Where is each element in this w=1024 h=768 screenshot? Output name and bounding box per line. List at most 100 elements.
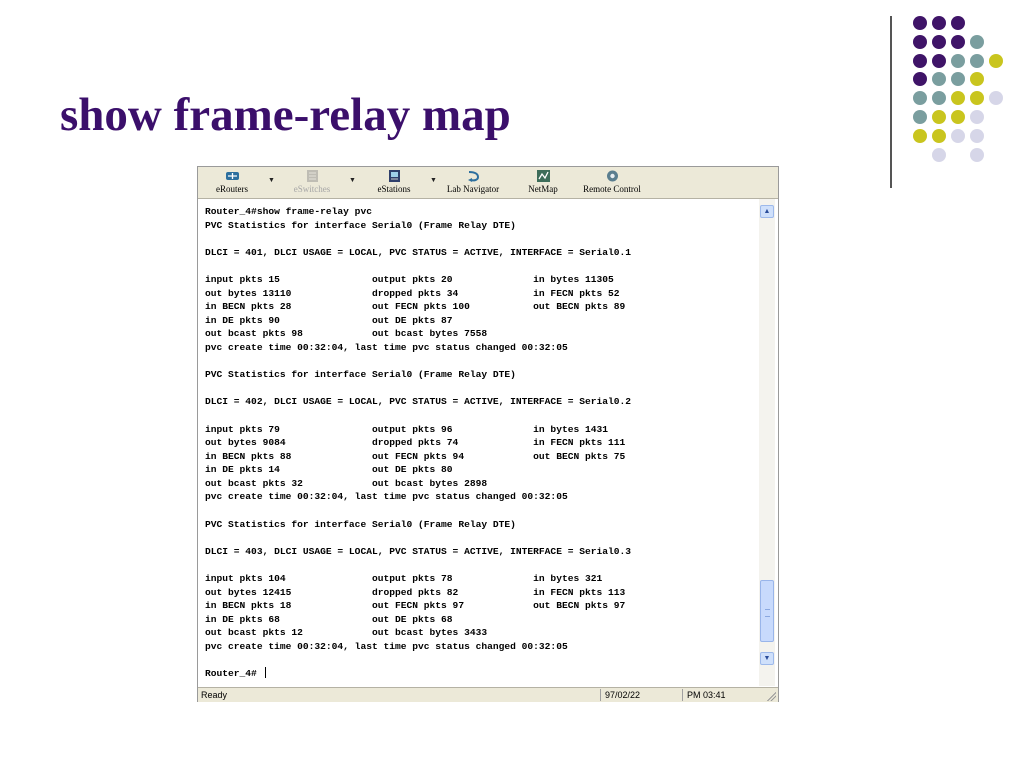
- text-cursor: [264, 667, 266, 679]
- toolbar-button-label: Remote Control: [583, 184, 641, 194]
- toolbar-button-label: eSwitches: [293, 184, 331, 194]
- remote-control-icon: [605, 169, 620, 183]
- erouters-button[interactable]: eRouters: [206, 168, 258, 196]
- terminal-line: PVC Statistics for interface Serial0 (Fr…: [205, 219, 516, 231]
- decorative-dot: [913, 128, 927, 143]
- decorative-dot: [970, 34, 984, 49]
- eswitches-button[interactable]: eSwitches: [286, 168, 338, 196]
- decorative-dot: [970, 53, 984, 68]
- terminal-line: in DE pkts 14 out DE pkts 80: [205, 464, 453, 476]
- terminal-line: DLCI = 401, DLCI USAGE = LOCAL, PVC STAT…: [205, 246, 632, 258]
- decorative-dot: [932, 147, 946, 162]
- router-icon: [225, 169, 240, 183]
- terminal-line: DLCI = 402, DLCI USAGE = LOCAL, PVC STAT…: [205, 396, 632, 408]
- decorative-dot: [989, 91, 1003, 106]
- terminal-prompt: Router_4#: [205, 668, 257, 680]
- decorative-dot: [932, 128, 946, 143]
- erouters-dropdown-arrow[interactable]: ▼: [268, 177, 275, 184]
- terminal-line: PVC Statistics for interface Serial0 (Fr…: [205, 518, 516, 530]
- terminal-line: pvc create time 00:32:04, last time pvc …: [205, 341, 568, 353]
- terminal-line: out bcast pkts 32 out bcast bytes 2898: [205, 477, 488, 489]
- terminal-line: out bytes 13110 dropped pkts 34 in FECN …: [205, 287, 620, 299]
- switch-icon: [305, 169, 320, 183]
- terminal-line: [205, 531, 631, 545]
- decorative-dot: [932, 72, 946, 87]
- decorative-dot: [951, 91, 965, 106]
- resize-grip-icon[interactable]: [766, 691, 776, 701]
- terminal-line: [205, 355, 631, 369]
- terminal-line: [205, 504, 631, 518]
- scroll-down-arrow-icon[interactable]: ▼: [760, 652, 774, 665]
- vertical-scrollbar[interactable]: ▲ ▼: [759, 199, 775, 686]
- decorative-dot: [951, 34, 965, 49]
- toolbar-button-label: Lab Navigator: [446, 184, 500, 194]
- divider-line: [890, 16, 892, 188]
- decorative-dot: [951, 110, 965, 124]
- decorative-dot: [951, 16, 965, 30]
- terminal-line: [205, 232, 631, 246]
- terminal-line: Router_4#show frame-relay pvc: [205, 206, 372, 217]
- slide-title: show frame-relay map: [60, 89, 511, 141]
- emulator-window: eRouters ▼ eSwitches ▼ eStations ▼ Lab N…: [197, 166, 779, 702]
- decorative-dot: [913, 34, 927, 49]
- decorative-dot: [913, 53, 927, 68]
- grip-icon: [765, 609, 770, 617]
- netmap-icon: [536, 169, 551, 183]
- eswitches-dropdown-arrow[interactable]: ▼: [349, 177, 356, 184]
- decorative-dot: [932, 91, 946, 106]
- terminal-line: in BECN pkts 18 out FECN pkts 97 out BEC…: [205, 600, 626, 612]
- netmap-button[interactable]: NetMap: [520, 168, 566, 196]
- status-date: 97/02/22: [600, 689, 679, 701]
- terminal-line: in DE pkts 68 out DE pkts 68: [205, 613, 453, 625]
- terminal-line: in BECN pkts 28 out FECN pkts 100 out BE…: [205, 301, 626, 313]
- decorative-dot: [951, 128, 965, 143]
- terminal-line: PVC Statistics for interface Serial0 (Fr…: [205, 369, 516, 381]
- scrollbar-thumb[interactable]: [760, 580, 774, 642]
- decorative-dot: [989, 53, 1003, 68]
- decorative-dot: [951, 53, 965, 68]
- station-icon: [387, 169, 402, 183]
- estations-dropdown-arrow[interactable]: ▼: [430, 177, 437, 184]
- terminal-line: [205, 382, 631, 396]
- decorative-dot: [970, 128, 984, 143]
- decorative-dot: [951, 72, 965, 87]
- estations-button[interactable]: eStations: [368, 168, 420, 196]
- terminal-line: [205, 259, 631, 273]
- decorative-dot: [913, 16, 927, 30]
- terminal-line: in BECN pkts 88 out FECN pkts 94 out BEC…: [205, 450, 626, 462]
- decorative-dot: [932, 34, 946, 49]
- terminal-line: input pkts 79 output pkts 96 in bytes 14…: [205, 423, 609, 435]
- decorative-dot: [913, 91, 927, 106]
- terminal-line: DLCI = 403, DLCI USAGE = LOCAL, PVC STAT…: [205, 545, 632, 557]
- status-bar: Ready 97/02/22 PM 03:41: [198, 687, 778, 702]
- lab-navigator-icon: [466, 169, 481, 183]
- terminal-line: out bytes 12415 dropped pkts 82 in FECN …: [205, 586, 626, 598]
- status-text: Ready: [201, 690, 228, 700]
- status-time: PM 03:41: [682, 689, 761, 701]
- decorative-dot: [970, 110, 984, 124]
- terminal-line: input pkts 104 output pkts 78 in bytes 3…: [205, 573, 603, 585]
- decorative-dot: [970, 147, 984, 162]
- lab-navigator-button[interactable]: Lab Navigator: [440, 168, 506, 196]
- decorative-dot: [932, 16, 946, 30]
- toolbar-button-label: NetMap: [528, 184, 558, 194]
- terminal-line: [205, 654, 631, 668]
- decorative-dot: [970, 72, 984, 87]
- terminal-line: pvc create time 00:32:04, last time pvc …: [205, 491, 568, 503]
- terminal-line: in DE pkts 90 out DE pkts 87: [205, 314, 453, 326]
- terminal-line: input pkts 15 output pkts 20 in bytes 11…: [205, 273, 614, 285]
- remote-control-button[interactable]: Remote Control: [575, 168, 649, 196]
- toolbar-button-label: eRouters: [216, 184, 248, 194]
- scroll-up-arrow-icon[interactable]: ▲: [760, 205, 774, 218]
- terminal-line: out bcast pkts 98 out bcast bytes 7558: [205, 328, 488, 340]
- terminal-line: out bytes 9084 dropped pkts 74 in FECN p…: [205, 437, 626, 449]
- decorative-dot: [932, 110, 946, 124]
- decorative-dot: [913, 72, 927, 87]
- toolbar: eRouters ▼ eSwitches ▼ eStations ▼ Lab N…: [198, 167, 778, 199]
- terminal-line: [205, 558, 631, 572]
- decorative-dot: [932, 53, 946, 68]
- decorative-dot: [970, 91, 984, 106]
- toolbar-button-label: eStations: [377, 184, 411, 194]
